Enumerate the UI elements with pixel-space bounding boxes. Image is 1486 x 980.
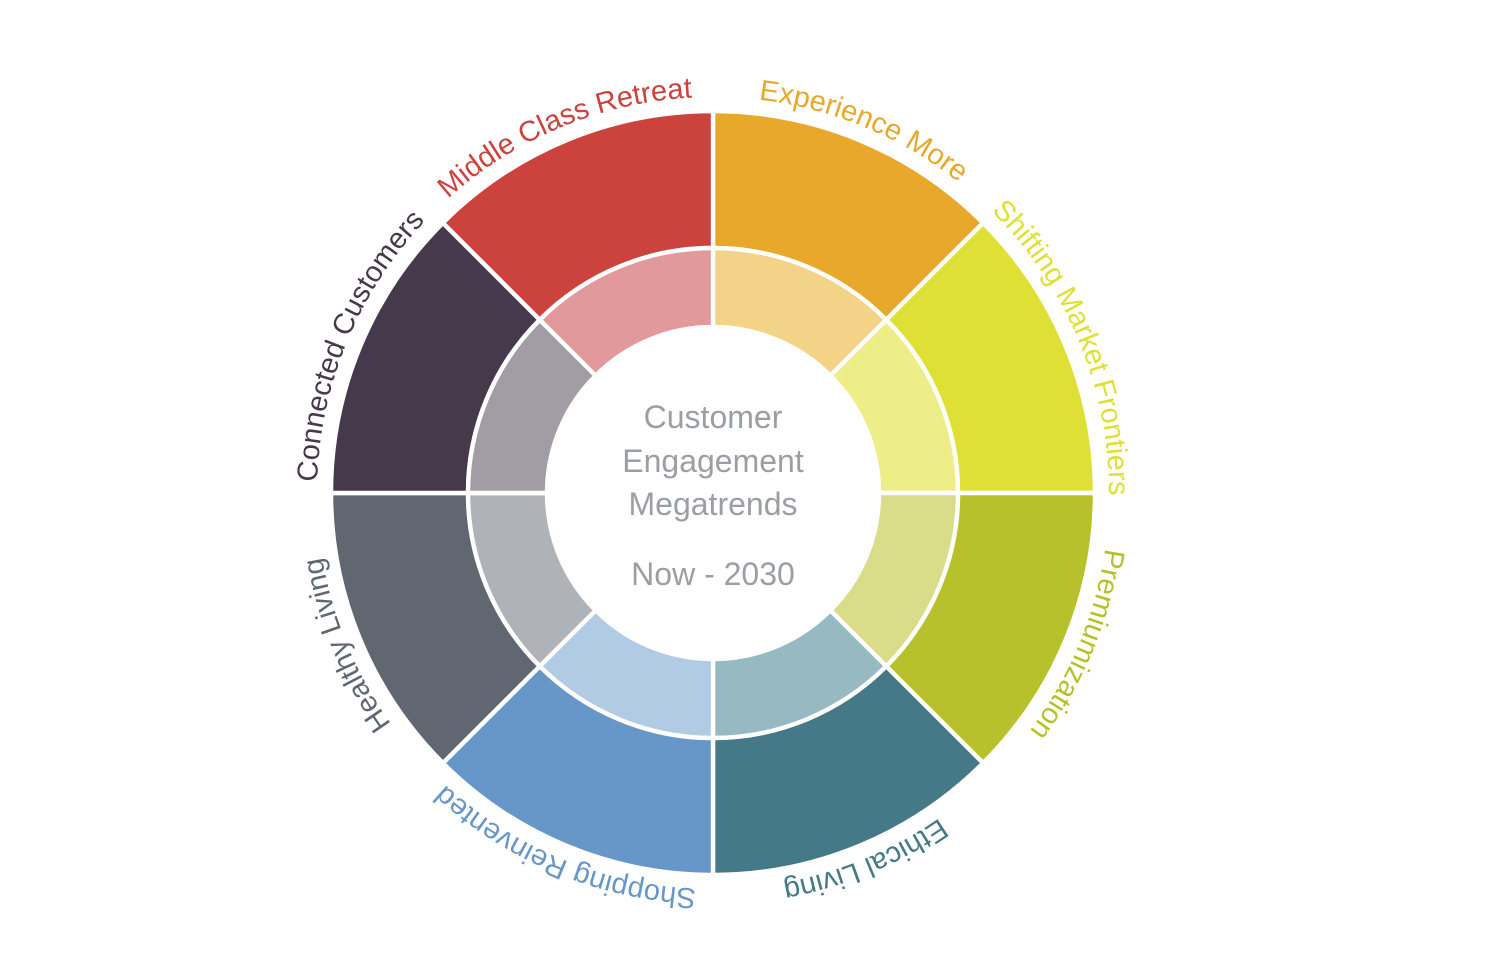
- center-period: Now - 2030: [631, 556, 795, 592]
- center-circle: [547, 327, 879, 659]
- segments-layer: [328, 108, 1098, 878]
- center-hub: Customer Engagement Megatrends Now - 203…: [547, 327, 879, 659]
- center-title-line-1: Customer: [644, 399, 783, 435]
- center-title-line-3: Megatrends: [629, 486, 798, 522]
- center-title-line-2: Engagement: [622, 443, 804, 479]
